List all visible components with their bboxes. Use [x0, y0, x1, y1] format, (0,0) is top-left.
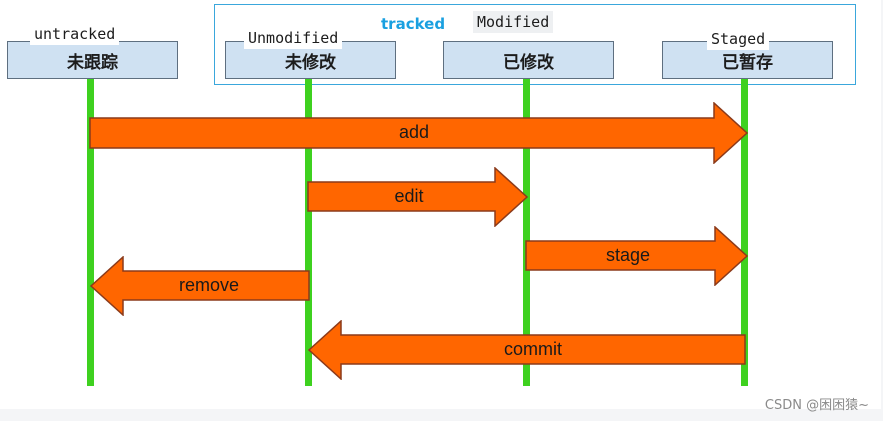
state-label-modified: 已修改 [503, 52, 554, 73]
state-label-unmodified: 未修改 [285, 52, 336, 73]
state-tag-untracked: untracked [30, 23, 120, 45]
arrow-remove: remove [89, 256, 311, 316]
arrow-edit-shape [307, 167, 529, 227]
lifeline-untracked [87, 79, 94, 386]
state-box-modified: 已修改 [443, 41, 614, 79]
arrow-add-shape [89, 102, 749, 164]
tracked-group-label: tracked [381, 15, 446, 33]
diagram-canvas: tracked 未跟踪 未修改 已修改 已暂存 untracked Unmodi… [0, 0, 881, 409]
state-tag-modified: Modified [473, 11, 554, 33]
lifeline-staged [741, 79, 748, 386]
lifeline-modified [523, 79, 530, 386]
arrow-commit-label: commit [504, 339, 562, 359]
arrow-edit-label: edit [394, 186, 424, 206]
arrow-commit: commit [307, 320, 747, 380]
arrow-commit-shape [307, 320, 746, 380]
arrow-add-label: add [398, 122, 430, 142]
lifeline-unmodified [305, 79, 312, 386]
arrow-stage-label: stage [605, 245, 651, 265]
arrow-stage: stage [525, 226, 749, 286]
arrow-remove-shape [89, 256, 310, 316]
arrow-add: add [89, 102, 749, 164]
arrow-edit: edit [307, 167, 529, 227]
watermark: CSDN @困困猿~ [764, 398, 869, 413]
state-tag-unmodified: Unmodified [244, 27, 343, 49]
tracked-group-frame [214, 4, 856, 85]
state-box-untracked: 未跟踪 [7, 41, 178, 79]
arrow-stage-shape [525, 226, 749, 286]
state-label-staged: 已暂存 [722, 52, 773, 73]
arrow-remove-label: remove [178, 275, 240, 295]
state-tag-staged: Staged [707, 28, 770, 50]
state-label-untracked: 未跟踪 [67, 52, 118, 73]
